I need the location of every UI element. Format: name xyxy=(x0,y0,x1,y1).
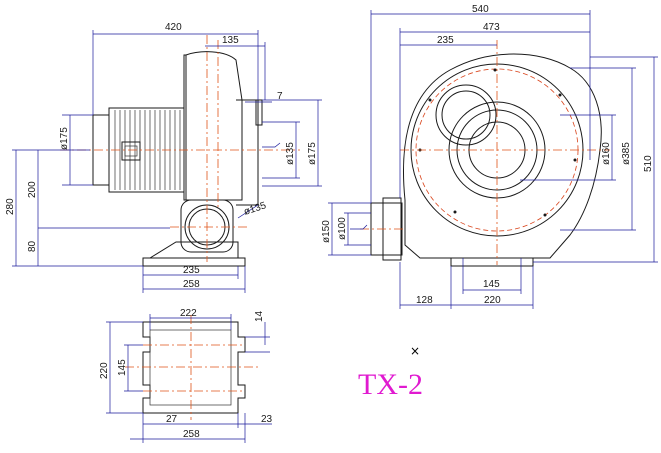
dim-200: 200 xyxy=(27,181,38,198)
dim-175-outlet: ø175 xyxy=(307,142,318,165)
model-label: TX-2 xyxy=(358,368,423,401)
dim-258-base: 258 xyxy=(183,429,200,440)
side-view: 420 135 7 ø175 ø135 ø175 ø135 280 200 80… xyxy=(5,22,322,293)
base-plate xyxy=(142,321,246,414)
dim-175-motor: ø175 xyxy=(59,127,70,150)
dim-540: 540 xyxy=(472,4,489,15)
volute-housing xyxy=(403,53,602,259)
dim-220-base: 220 xyxy=(99,362,110,379)
dim-160: ø160 xyxy=(601,142,612,165)
dim-385: ø385 xyxy=(621,142,632,165)
dim-280: 280 xyxy=(5,198,16,215)
dim-145-base: 145 xyxy=(117,359,128,376)
motor-rear-circle xyxy=(435,84,497,146)
dim-220-front: 220 xyxy=(484,295,501,306)
dim-145-front: 145 xyxy=(483,279,500,290)
dim-420: 420 xyxy=(165,22,182,33)
outlet-flange xyxy=(236,99,259,206)
housing-side xyxy=(185,51,243,201)
cross-marker: × xyxy=(410,344,420,358)
dim-128: 128 xyxy=(416,295,433,306)
dim-135-outlet: ø135 xyxy=(285,142,296,165)
base-view: 222 14 220 145 27 23 258 xyxy=(99,308,273,443)
dim-14: 14 xyxy=(254,310,265,322)
dim-135-inlet: ø135 xyxy=(243,200,268,218)
terminal-box xyxy=(121,141,141,161)
side-base xyxy=(142,257,246,267)
dim-235-side: 235 xyxy=(183,265,200,276)
dim-7: 7 xyxy=(277,91,283,102)
dim-473: 473 xyxy=(483,22,500,33)
dim-23: 23 xyxy=(261,414,273,425)
dim-222: 222 xyxy=(180,308,197,319)
dim-235-front: 235 xyxy=(437,35,454,46)
dim-150: ø150 xyxy=(321,220,332,243)
dim-135-top: 135 xyxy=(222,35,239,46)
front-view: 540 473 235 ø160 ø385 510 ø150 ø100 145 … xyxy=(321,4,658,309)
dim-100: ø100 xyxy=(337,217,348,240)
dim-27: 27 xyxy=(166,414,178,425)
dim-258-side: 258 xyxy=(183,279,200,290)
dim-80: 80 xyxy=(27,240,38,252)
dim-510: 510 xyxy=(643,155,654,172)
